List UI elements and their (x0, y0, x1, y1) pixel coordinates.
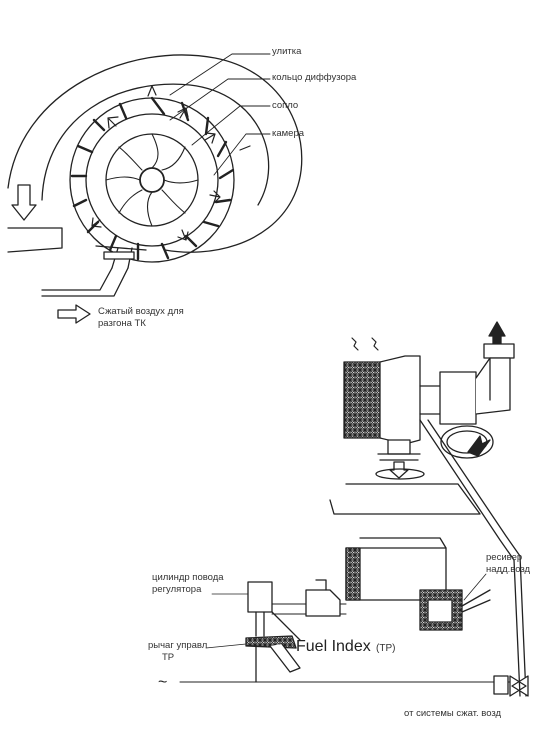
lever-link (271, 611, 301, 641)
turbine-blades (105, 133, 199, 227)
label-chamber: камера (272, 128, 305, 139)
outlet-arrow (488, 321, 506, 345)
fuel-pump (305, 589, 341, 617)
governor-rod (255, 611, 265, 637)
exhaust-in-arrow (467, 435, 491, 457)
outlet-pipe (483, 343, 515, 359)
nozzle-fitting (103, 251, 135, 260)
label-cylinder-1: цилиндр повода (152, 572, 224, 583)
volute-inner (41, 83, 270, 206)
flow-arrows (91, 85, 251, 241)
tc-base-flange (375, 468, 425, 480)
receiver-top (359, 537, 447, 549)
bottom-leader-lines (205, 573, 487, 649)
air-valve-body (509, 675, 529, 697)
label-cylinder-2: регулятора (152, 584, 202, 595)
label-lever-2: ТР (162, 652, 175, 663)
exhaust-ring (440, 425, 494, 459)
turbine-hub (139, 167, 165, 193)
tc-turbine (439, 371, 477, 425)
pipe-tc-receiver (419, 419, 521, 561)
manifold-pipe (461, 589, 491, 613)
label-fuel-index: Fuel Index (296, 638, 371, 655)
turbocharger-schematic (179, 321, 529, 697)
receiver-hatch (345, 547, 361, 601)
leader-lines (169, 53, 271, 176)
supply-pipe (41, 267, 129, 297)
tc-flange (377, 453, 421, 461)
volute-outer (7, 54, 303, 253)
diffuser-ring-inner (85, 113, 219, 247)
air-filter (343, 361, 381, 439)
label-tilde: ~ (158, 674, 168, 691)
air-valve (493, 675, 509, 695)
compressed-air-arrow (57, 304, 91, 324)
exhaust-arrow (11, 184, 37, 221)
label-air-system: от системы сжат. возд (404, 708, 502, 719)
label-nozzle: сопло (272, 100, 299, 111)
label-compressed-air-1: Сжатый воздух для (98, 306, 184, 317)
label-lever-1: рычаг управл (148, 640, 208, 651)
diffuser-vanes (70, 96, 235, 261)
label-volute: улитка (272, 46, 302, 57)
nozzle-flange (95, 245, 147, 251)
down-arrow (389, 461, 409, 479)
turbine-volute-group (7, 53, 303, 324)
pipe-receiver-down (513, 555, 527, 697)
smoke-arrows (351, 337, 379, 351)
tc-body (379, 355, 421, 445)
manifold-inner (427, 599, 453, 623)
tc-outlet-elbow (475, 357, 511, 415)
engine-block (329, 483, 481, 515)
label-compressed-air-2: разгона ТК (98, 318, 146, 329)
label-receiver-1: ресивер (486, 552, 523, 563)
lever-arm (269, 643, 301, 673)
label-diffuser-ring: кольцо диффузора (272, 72, 357, 83)
tc-shaft (419, 385, 441, 415)
label-fuel-index-suffix: (ТР) (376, 643, 396, 654)
tc-pedestal (387, 439, 411, 455)
governor-cylinder (247, 581, 273, 613)
label-receiver-2: надд.возд (486, 564, 531, 575)
exhaust-duct (7, 227, 63, 253)
